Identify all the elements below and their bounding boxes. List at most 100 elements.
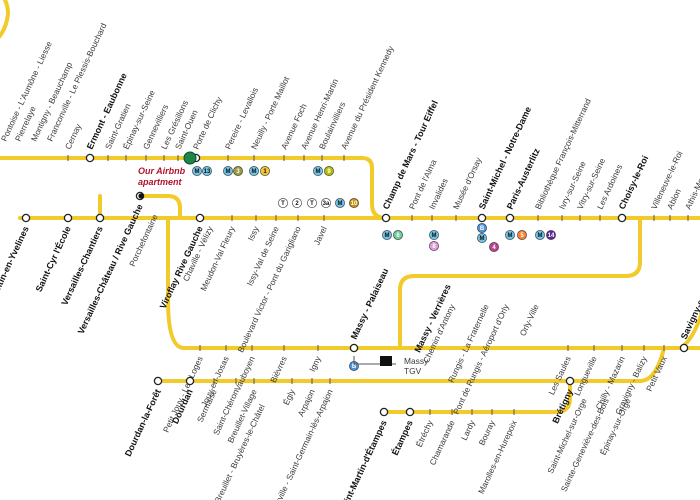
- badge-circle: [321, 198, 331, 208]
- station-avenue-kennedy[interactable]: Avenue du Président Kennedy: [339, 43, 396, 161]
- badge-label: T: [281, 201, 285, 207]
- interchange-badge: 4: [489, 242, 499, 252]
- station-label: Saint-Michel - Notre-Dame: [477, 105, 533, 211]
- station-petit-vaux[interactable]: Petit Vaux: [644, 345, 669, 393]
- badge-label: T: [310, 201, 314, 207]
- station-label: Choisy-le-Roi: [617, 154, 651, 211]
- badge-circle: [292, 198, 302, 208]
- badge-circle: [489, 242, 499, 252]
- line-versailles-rg-branch: [138, 194, 182, 220]
- station-bievres[interactable]: Bièvres: [268, 345, 289, 384]
- station-musee-orsay[interactable]: Musée d'Orsay: [451, 155, 484, 221]
- train-icon: [380, 356, 392, 366]
- station-ablon[interactable]: Ablon: [665, 187, 683, 221]
- airbnb-annotation-line1: Our Airbnb: [138, 166, 186, 176]
- station-invalides[interactable]: Invalides: [427, 177, 450, 221]
- station-athis-mons[interactable]: Athis-Mons: [683, 169, 700, 221]
- interchange-badge: 13: [202, 166, 212, 176]
- badge-label: M: [252, 169, 257, 175]
- station-label: Cernay: [63, 121, 84, 150]
- station-etrechy[interactable]: Étréchy: [414, 409, 435, 449]
- station-marker: [379, 407, 389, 417]
- station-marker: [349, 343, 359, 353]
- badge-circle: [313, 166, 323, 176]
- station-label: Champ de Mars - Tour Eiffel: [381, 99, 440, 211]
- station-saint-cyr[interactable]: Saint-Cyr l'École: [34, 213, 73, 294]
- badge-circle: [429, 230, 439, 240]
- badge-label: B: [352, 364, 357, 370]
- interchange-badge: T: [307, 198, 317, 208]
- station-longueville[interactable]: Longueville: [572, 345, 599, 397]
- interchange-badge: 14: [546, 230, 556, 240]
- interchange-badge: M: [335, 198, 345, 208]
- line-top-left-arc: [0, 0, 10, 39]
- station-cernay[interactable]: Cernay: [63, 121, 84, 161]
- station-saint-martin[interactable]: Saint-Martin-d'Étampes: [337, 407, 389, 500]
- badge-label: M: [226, 169, 231, 175]
- airbnb-annotation-line2: apartment: [138, 177, 183, 187]
- badge-circle: [546, 230, 556, 240]
- station-label: Vauboyen: [232, 354, 257, 392]
- badge-label: M: [316, 169, 321, 175]
- station-orly-ville[interactable]: Orly-Ville: [517, 302, 540, 337]
- badge-circle: [233, 166, 243, 176]
- station-chamarande[interactable]: Chamarande: [427, 409, 457, 467]
- interchange-badge: 2: [292, 198, 302, 208]
- station-marker: [95, 213, 105, 223]
- badge-circle: [324, 166, 334, 176]
- badge-label: 6: [396, 233, 400, 239]
- badge-circle: [505, 230, 515, 240]
- badge-circle: [393, 230, 403, 240]
- interchange-badge: M: [535, 230, 545, 240]
- badge-label: 13: [204, 169, 211, 175]
- station-label: Athis-Mons: [683, 169, 700, 211]
- station-label: Viroflay Rive Gauche: [158, 225, 205, 311]
- airbnb-marker[interactable]: [183, 151, 197, 165]
- badge-label: M: [338, 201, 343, 207]
- badge-label: 8: [432, 244, 436, 250]
- station-choisy[interactable]: Choisy-le-Roi: [617, 154, 651, 223]
- badge-circle: [429, 241, 439, 251]
- badge-label: M: [195, 169, 200, 175]
- line-massy-branch: [165, 216, 700, 350]
- station-label: Saint-Cyr l'École: [34, 225, 73, 294]
- interchange-badge: 8: [429, 241, 439, 251]
- station-bouray[interactable]: Bouray: [477, 409, 498, 447]
- station-marker: [477, 213, 487, 223]
- station-label: Issy: [245, 224, 261, 242]
- station-label: Invalides: [427, 177, 450, 211]
- badge-circle: [477, 223, 487, 233]
- badge-circle: [260, 166, 270, 176]
- station-massy-palaiseau[interactable]: Massy - Palaiseau: [349, 267, 391, 353]
- station-label: Étréchy: [414, 418, 435, 449]
- station-dourdan-foret[interactable]: Dourdan-la-Forêt: [123, 376, 163, 458]
- badge-circle: [249, 166, 259, 176]
- interchange-badge: M: [382, 230, 392, 240]
- badge-label: M: [385, 233, 390, 239]
- station-etampes[interactable]: Étampes: [390, 407, 415, 457]
- interchange-badge: M: [223, 166, 233, 176]
- line-dourdan-branch: [156, 346, 666, 383]
- badge-label: 14: [548, 233, 555, 239]
- badge-circle: [307, 198, 317, 208]
- station-marker: [565, 376, 575, 386]
- badge-label: 9: [327, 169, 331, 175]
- station-avenue-foch[interactable]: Avenue Foch: [279, 102, 309, 161]
- station-marolles[interactable]: Marolles-en-Hurepoix: [476, 409, 519, 495]
- station-la-norville[interactable]: La Norville - Saint-Germain-lès-Arpajon: [264, 378, 335, 500]
- station-label: Sermaise: [195, 387, 219, 424]
- station-label: Saint-Quentin-en-Yvelines: [0, 225, 31, 330]
- station-marker: [381, 213, 391, 223]
- badge-label: 2: [295, 201, 299, 207]
- station-porte-clichy[interactable]: Porte de Clichy: [191, 94, 224, 163]
- station-villeneuve[interactable]: Villeneuve-le-Roi: [649, 149, 685, 221]
- interchange-badge: 5: [517, 230, 527, 240]
- station-stquentin[interactable]: Saint-Quentin-en-Yvelines: [0, 213, 31, 330]
- interchange-badge: M: [192, 166, 202, 176]
- badge-label: M: [538, 233, 543, 239]
- interchange-badge: M: [477, 233, 487, 243]
- massy-tgv-label2: TGV: [404, 366, 422, 376]
- badge-circle: [382, 230, 392, 240]
